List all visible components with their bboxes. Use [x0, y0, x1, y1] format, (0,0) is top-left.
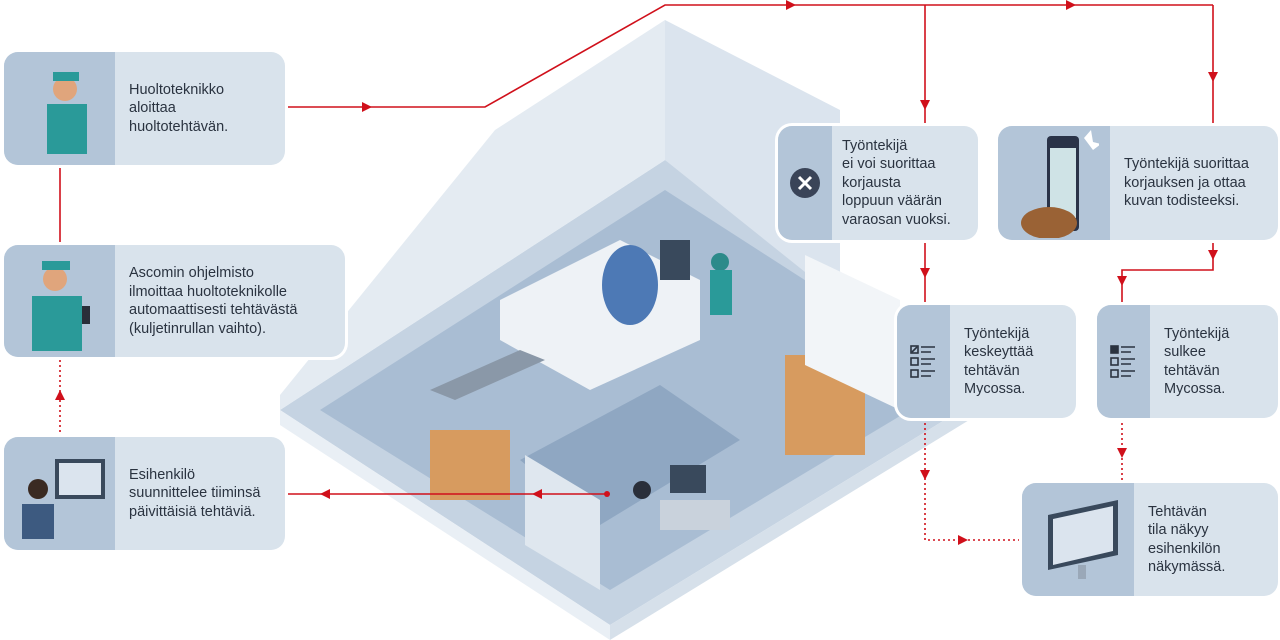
step-pauses-task: Työntekijä keskeyttää tehtävän Mycossa.: [897, 305, 1076, 418]
step-cannot-complete: Työntekijä ei voi suorittaa korjausta lo…: [778, 126, 978, 240]
checklist-icon: [897, 305, 950, 418]
worker: [711, 253, 729, 271]
supervisor-computer-icon: [4, 437, 115, 550]
step-text: Tehtävän tila näkyy esihenkilön näkymäss…: [1148, 503, 1226, 576]
garage-door: [805, 255, 900, 410]
office-desk: [660, 500, 730, 530]
step-text: Työntekijä ei voi suorittaa korjausta lo…: [842, 137, 951, 228]
error-x-icon: [778, 126, 832, 240]
step-technician-starts: Huoltoteknikko aloittaa huoltotehtävän.: [4, 52, 285, 165]
step-text: Esihenkilö suunnittelee tiiminsä päivitt…: [129, 466, 261, 520]
machine-panel: [660, 240, 690, 280]
technician-phone-icon: [4, 245, 115, 357]
office-monitor: [670, 465, 706, 493]
step-status-visible: Tehtävän tila näkyy esihenkilön näkymäss…: [1022, 483, 1278, 596]
step-supervisor-plans: Esihenkilö suunnittelee tiiminsä päivitt…: [4, 437, 285, 550]
arrowheads: [55, 0, 1218, 545]
checklist-done-icon: [1097, 305, 1150, 418]
monitor-icon: [1022, 483, 1134, 596]
step-text: Ascomin ohjelmisto ilmoittaa huoltotekni…: [129, 265, 298, 337]
door: [525, 455, 600, 590]
step-closes-task: Työntekijä sulkee tehtävän Mycossa.: [1097, 305, 1278, 418]
cardboard-boxes: [430, 430, 510, 500]
front-wall: [280, 410, 610, 640]
building-back-wall-left: [280, 20, 665, 410]
step-software-notifies: Ascomin ohjelmisto ilmoittaa huoltotekni…: [4, 245, 345, 357]
step-text: Työntekijä suorittaa korjauksen ja ottaa…: [1124, 156, 1249, 210]
conveyor: [430, 350, 545, 400]
technician-illustration-icon: [4, 52, 115, 165]
step-text: Työntekijä keskeyttää tehtävän Mycossa.: [964, 325, 1034, 398]
step-completes-photo: Työntekijä suorittaa korjauksen ja ottaa…: [998, 126, 1278, 240]
worker-body: [710, 270, 732, 315]
machine-tank: [602, 245, 658, 325]
step-text: Huoltoteknikko aloittaa huoltotehtävän.: [129, 81, 229, 135]
office-worker: [633, 481, 651, 499]
front-wall-right: [610, 380, 1010, 640]
step-text: Työntekijä sulkee tehtävän Mycossa.: [1164, 325, 1230, 398]
phone-camera-icon: [998, 126, 1110, 240]
